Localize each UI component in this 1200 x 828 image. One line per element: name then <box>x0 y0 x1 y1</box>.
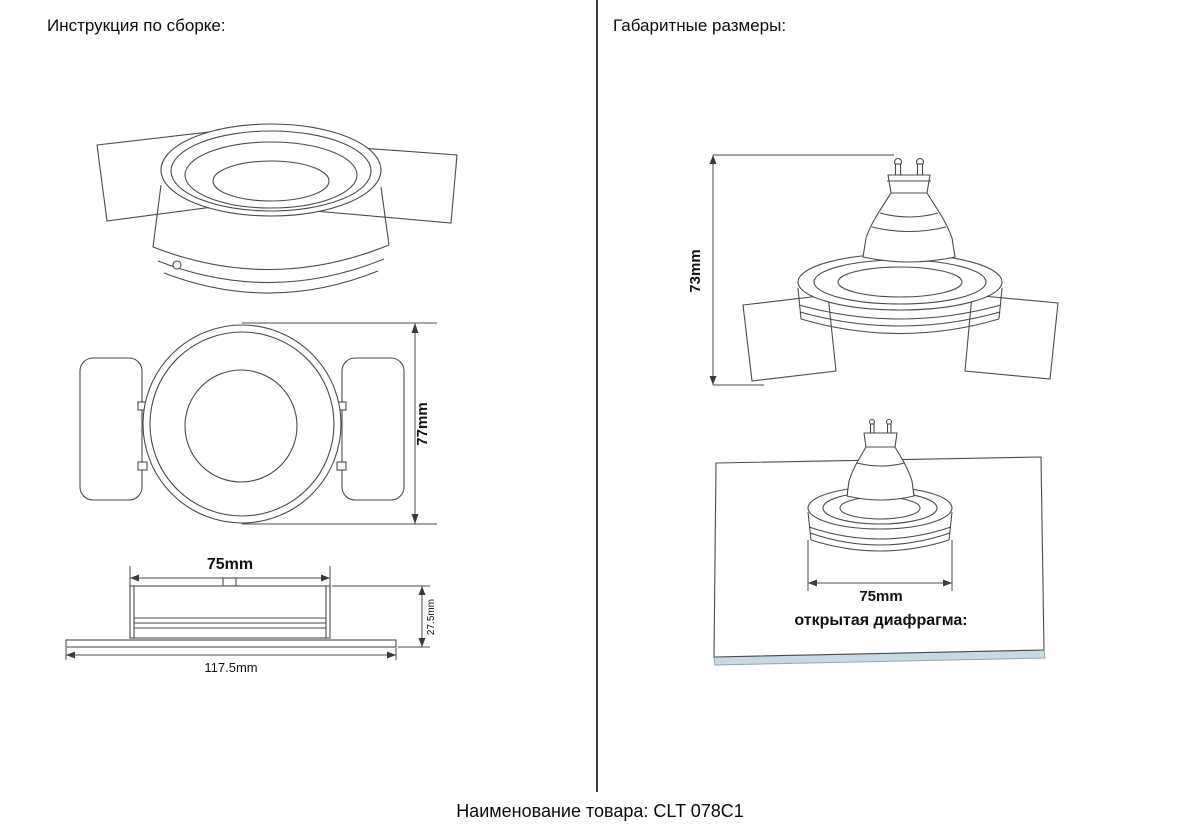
perspective-view-drawing <box>96 123 458 294</box>
gu10-lamp <box>846 418 915 501</box>
total-height-dimension: 73mm <box>687 154 894 386</box>
body-profile <box>129 585 331 639</box>
lamp-pin-right <box>916 163 924 176</box>
lamp-base <box>863 432 898 448</box>
dimensions-section-title: Габаритные размеры: <box>613 16 787 35</box>
left-clip-bottom <box>137 461 148 471</box>
assembly-section-title: Инструкция по сборке: <box>47 16 226 35</box>
trim-ring-inner <box>149 331 335 517</box>
side-knob <box>172 260 182 270</box>
right-mount-plate <box>341 357 405 501</box>
product-name-footer: Наименование товара: CLT 078C1 <box>456 801 744 821</box>
top-view-drawing: 77mm <box>79 322 437 525</box>
trim-ring-outer <box>142 324 342 524</box>
lamp-cone <box>862 192 956 263</box>
fixture-ring <box>797 253 1003 334</box>
cutout-width-label: 75mm <box>859 588 902 605</box>
top-connector-block <box>222 577 237 587</box>
side-view-drawing: 75mm 117.5mm <box>65 556 437 675</box>
mounting-panel <box>713 456 1045 658</box>
left-mount-plate <box>79 357 143 501</box>
lamp-pin-left <box>869 423 875 434</box>
right-clip-bottom <box>336 461 347 471</box>
fixture-ring <box>807 486 953 552</box>
bowl-bottom <box>212 160 330 202</box>
lamp-cone <box>846 446 915 501</box>
overall-height-drawing: 73mm <box>687 154 1059 386</box>
fixture-body <box>152 184 390 294</box>
top-view-diameter-label: 77mm <box>414 402 431 445</box>
lamp-base <box>887 174 931 194</box>
lamp-pin-right <box>886 423 892 434</box>
flange-profile <box>65 639 397 648</box>
aperture-circle <box>184 369 298 483</box>
flange-width-dimension: 117.5mm <box>65 648 397 675</box>
body-height-label: 27.5mm <box>426 599 437 635</box>
left-flange-plate <box>742 294 837 382</box>
flange-width-label: 117.5mm <box>204 660 257 675</box>
gu10-lamp <box>862 157 956 263</box>
total-height-label: 73mm <box>687 249 704 292</box>
body-width-label: 75mm <box>207 556 253 573</box>
column-divider <box>596 0 598 792</box>
diameter-dimension: 77mm <box>242 322 437 525</box>
cutout-view-drawing: 75mm открытая диафрагма: <box>713 418 1046 666</box>
outer-rim <box>160 123 382 217</box>
inner-rim <box>170 130 372 212</box>
cutout-width-dimension: 75mm <box>807 540 953 605</box>
lamp-pin-left <box>894 163 902 176</box>
right-flange-plate <box>964 294 1059 380</box>
open-diaphragm-label: открытая диафрагма: <box>794 612 967 629</box>
bowl-edge <box>184 141 358 209</box>
body-height-dimension: 27.5mm <box>332 585 437 648</box>
